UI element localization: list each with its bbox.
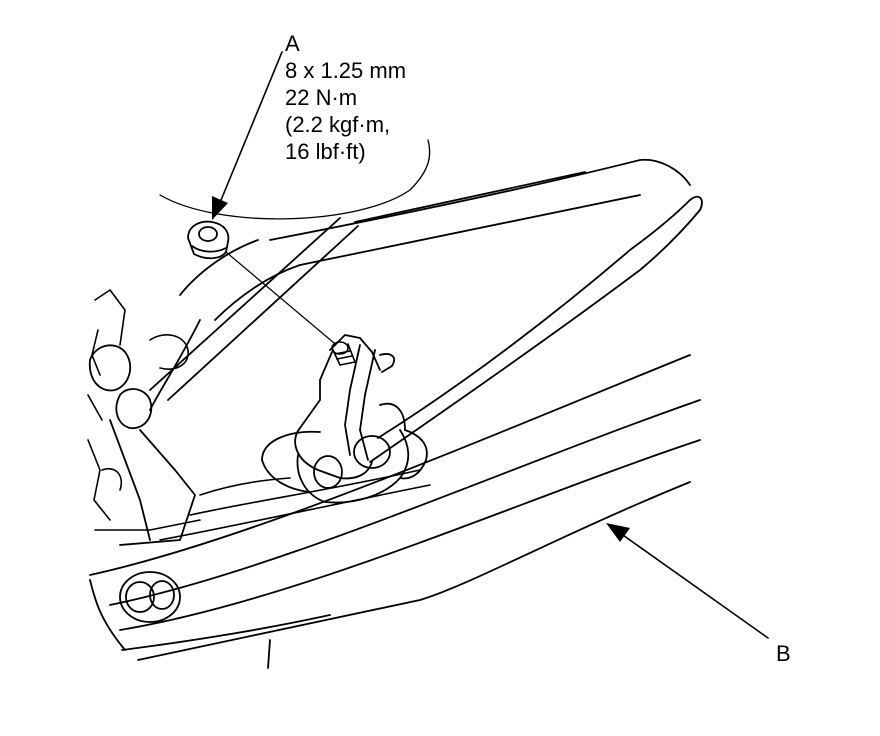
upper-frame-member bbox=[179, 158, 691, 321]
installation-guide-line bbox=[225, 251, 335, 344]
callout-b-letter: B bbox=[776, 641, 791, 666]
knuckle-assembly bbox=[87, 289, 201, 531]
torque-nm-spec: 22 N·m bbox=[285, 85, 358, 110]
bracket-stud bbox=[331, 341, 356, 366]
callout-a-arrow bbox=[212, 51, 283, 220]
flange-nut bbox=[187, 220, 230, 260]
stabilizer-bar bbox=[369, 195, 703, 463]
torque-lbfft-spec: 16 lbf·ft) bbox=[285, 139, 366, 164]
stabilizer-bracket bbox=[294, 334, 395, 480]
bolt-size-spec: 8 x 1.25 mm bbox=[285, 58, 407, 83]
stabilizer-link bbox=[88, 217, 359, 546]
callout-a-label: A 8 x 1.25 mm 22 N·m (2.2 kgf·m, 16 lbf·… bbox=[285, 30, 406, 165]
torque-kgfm-spec: (2.2 kgf·m, bbox=[285, 112, 391, 137]
detail-view-arc bbox=[159, 139, 431, 220]
stabilizer-bushing bbox=[261, 402, 428, 504]
callout-a-letter: A bbox=[285, 31, 300, 56]
callout-b-arrow bbox=[606, 523, 769, 639]
lower-control-arm bbox=[89, 354, 701, 669]
arm-bushing bbox=[119, 571, 181, 623]
frame-lower-edge bbox=[159, 469, 431, 541]
